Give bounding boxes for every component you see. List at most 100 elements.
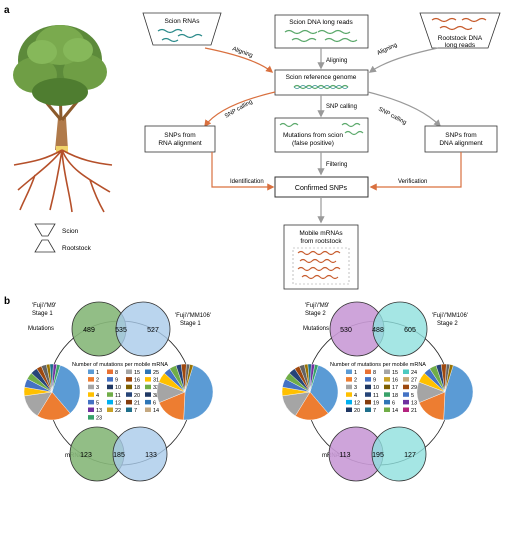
legend-swatch (403, 392, 409, 397)
legend-label: 16 (392, 378, 398, 384)
legend-label: 1 (354, 370, 357, 376)
snps-rna-box: SNPs from RNA alignment (144, 125, 216, 153)
reference-genome-title: Scion reference genome (286, 74, 357, 81)
right-venn-bottom-a: 113 (339, 452, 350, 459)
legend-scion-label: Scion (62, 228, 79, 235)
legend-swatch (107, 399, 113, 405)
left-venn-bottom-b: 133 (145, 452, 157, 459)
legend-label: 4 (354, 393, 357, 399)
legend-swatch (384, 407, 390, 412)
snp-calling-right-label: SNP calling (377, 106, 407, 126)
snps-dna-line1: SNPs from (445, 132, 476, 139)
right-pie-1 (281, 363, 339, 421)
legend-label: 7 (134, 408, 137, 414)
snp-calling-left-arrow (204, 91, 276, 128)
right-venn-top-a: 530 (340, 327, 352, 334)
legend-label: 13 (96, 408, 102, 414)
legend-label: 12 (354, 400, 360, 406)
right-pie-2 (416, 363, 474, 421)
legend-label: 11 (373, 393, 379, 399)
legend-swatch (126, 384, 132, 390)
legend-swatch (88, 407, 94, 412)
legend-label: 9 (115, 378, 118, 384)
aligning-left-arrow (204, 47, 274, 73)
legend-swatch (403, 384, 409, 390)
legend-label: 2 (96, 378, 99, 384)
legend-swatch (88, 392, 94, 397)
legend-swatch (403, 377, 409, 382)
legend-swatch (88, 415, 94, 420)
legend-swatch (126, 377, 132, 382)
right-venn-bottom-ab: 195 (372, 452, 384, 459)
legend-swatch (88, 384, 94, 390)
legend-label: 8 (373, 370, 376, 376)
legend-swatch (365, 399, 371, 405)
rootstock-dna-box: Rootstock DNA long reads (419, 12, 501, 49)
left-venn-bottom-a: 123 (80, 452, 92, 459)
legend-swatch (88, 377, 94, 382)
pie-slice (443, 365, 474, 421)
legend-label: 18 (134, 385, 140, 391)
pie-slice (184, 364, 194, 393)
right-mutations-label: Mutations (303, 326, 329, 332)
legend-label: 11 (115, 393, 121, 399)
legend-swatch (384, 369, 390, 374)
legend-label: 27 (411, 378, 417, 384)
aligning-right-arrow (368, 47, 439, 73)
right-venn-bottom-circle-2 (371, 426, 427, 482)
legend-swatch (384, 384, 390, 390)
legend-swatch (126, 407, 132, 412)
legend-swatch (107, 377, 113, 382)
legend-swatch (346, 399, 352, 405)
snps-dna-line2: DNA alignment (439, 140, 483, 147)
legend-label: 12 (115, 400, 121, 406)
panel-b-label: b (4, 296, 10, 307)
legend-swatch (145, 407, 151, 412)
legend-label: 29 (411, 385, 417, 391)
legend-swatch (126, 399, 132, 405)
legend-label: 33 (153, 385, 159, 391)
legend-swatch (365, 377, 371, 382)
mutations-scion-box: Mutations from scion (false positive) (274, 117, 369, 153)
legend-swatch (145, 399, 151, 405)
pie-slice (51, 365, 81, 414)
mutations-scion-line2: (false positive) (292, 140, 334, 147)
legend-label: 25 (153, 370, 159, 376)
right-stage-mm106-1: 'Fuji'/'MM106' (432, 313, 468, 319)
left-venn-top-ab: 535 (115, 327, 127, 334)
scion-rnas-box: Scion RNAs (142, 12, 222, 46)
legend-label: 18 (392, 393, 398, 399)
left-venn-bottom-ab: 185 (113, 452, 125, 459)
snps-rna-line2: RNA alignment (158, 140, 202, 147)
pie-slice (309, 365, 339, 414)
legend-label: 23 (96, 416, 102, 422)
legend-label: 20 (354, 408, 360, 414)
identification-label: Identification (230, 179, 264, 185)
legend-label: 9 (373, 378, 376, 384)
legend-swatch (107, 392, 113, 397)
legend-swatch (403, 407, 409, 412)
graft-legend: Scion Rootstock (34, 223, 92, 253)
confirmed-snps-box: Confirmed SNPs (274, 176, 369, 198)
mobile-line2: from rootstock (300, 238, 342, 245)
tree-illustration (13, 25, 113, 213)
snp-calling-right-arrow (367, 91, 441, 128)
right-venn-bottom-b: 127 (404, 452, 416, 459)
scion-dna-title: Scion DNA long reads (289, 19, 353, 26)
left-venn-top-circle-2 (115, 301, 171, 357)
legend-swatch (346, 392, 352, 397)
mobile-line1: Mobile mRNAs (299, 230, 343, 237)
legend-label: 15 (134, 370, 140, 376)
legend-label: 7 (373, 408, 376, 414)
pie-slice (183, 365, 214, 421)
legend-swatch (346, 384, 352, 390)
left-venn-top-b: 527 (147, 327, 159, 334)
identification-arrow (211, 152, 275, 191)
verification-label: Verification (398, 179, 427, 185)
legend-label: 21 (411, 408, 417, 414)
legend-label: 17 (392, 385, 398, 391)
snp-calling-left-label: SNP calling (224, 99, 254, 120)
panel-a-label: a (4, 5, 10, 16)
